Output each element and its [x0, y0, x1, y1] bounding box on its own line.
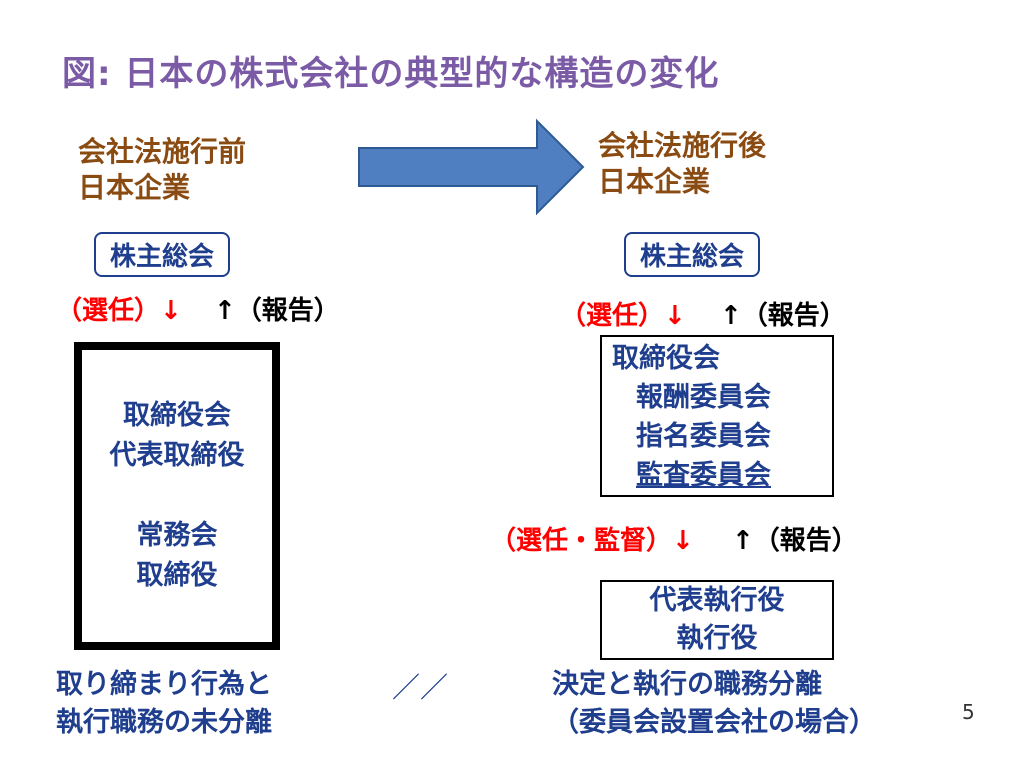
before-footer-line2: 執行職務の未分離	[56, 707, 272, 738]
after-report-label: ↑（報告）	[720, 301, 846, 331]
before-report-label: ↑（報告）	[214, 296, 340, 326]
after-footer: 決定と執行の職務分離 （委員会設置会社の場合）	[552, 666, 876, 742]
after-elect-label: （選任）↓	[560, 301, 686, 331]
page-title: 図: 日本の株式会社の典型的な構造の変化	[62, 54, 720, 94]
after-footer-line1: 決定と執行の職務分離	[552, 669, 822, 700]
exec-line: 代表執行役	[649, 585, 785, 616]
board-line: 常務会	[136, 520, 218, 551]
after-heading-line2: 日本企業	[598, 165, 711, 198]
after-footer-line2: （委員会設置会社の場合）	[552, 707, 876, 738]
before-board-box: 取締役会 代表取締役 常務会 取締役	[74, 342, 280, 650]
after-heading-line1: 会社法施行後	[598, 129, 767, 162]
board-title: 取締役会	[612, 343, 720, 374]
page-number: 5	[962, 700, 975, 724]
before-footer-line1: 取り締まり行為と	[56, 669, 272, 700]
before-elect-label: （選任）↓	[56, 296, 182, 326]
before-heading-line1: 会社法施行前	[78, 135, 247, 168]
before-footer: 取り締まり行為と 執行職務の未分離	[56, 666, 272, 742]
after-report2-label: ↑（報告）	[732, 526, 858, 556]
committee-item: 報酬委員会	[636, 382, 771, 413]
after-shareholders-box: 株主総会	[624, 232, 761, 277]
exec-line: 執行役	[676, 623, 758, 654]
after-heading: 会社法施行後 日本企業	[598, 128, 766, 200]
before-heading-line2: 日本企業	[78, 171, 191, 204]
committee-item: 指名委員会	[636, 421, 771, 452]
committee-item: 監査委員会	[636, 460, 771, 491]
after-board-box: 取締役会 報酬委員会 指名委員会 監査委員会	[600, 335, 834, 497]
before-shareholders-box: 株主総会	[94, 232, 231, 277]
separator: ／／	[392, 671, 449, 704]
board-line: 取締役会	[123, 400, 231, 431]
transition-arrow-icon	[358, 118, 585, 216]
elect-supervise-label: （選任・監督）↓	[490, 526, 694, 556]
board-line: 取締役	[136, 560, 218, 591]
before-heading: 会社法施行前 日本企業	[78, 134, 246, 206]
board-line: 代表取締役	[109, 440, 245, 471]
executive-officers-box: 代表執行役 執行役	[600, 580, 834, 660]
